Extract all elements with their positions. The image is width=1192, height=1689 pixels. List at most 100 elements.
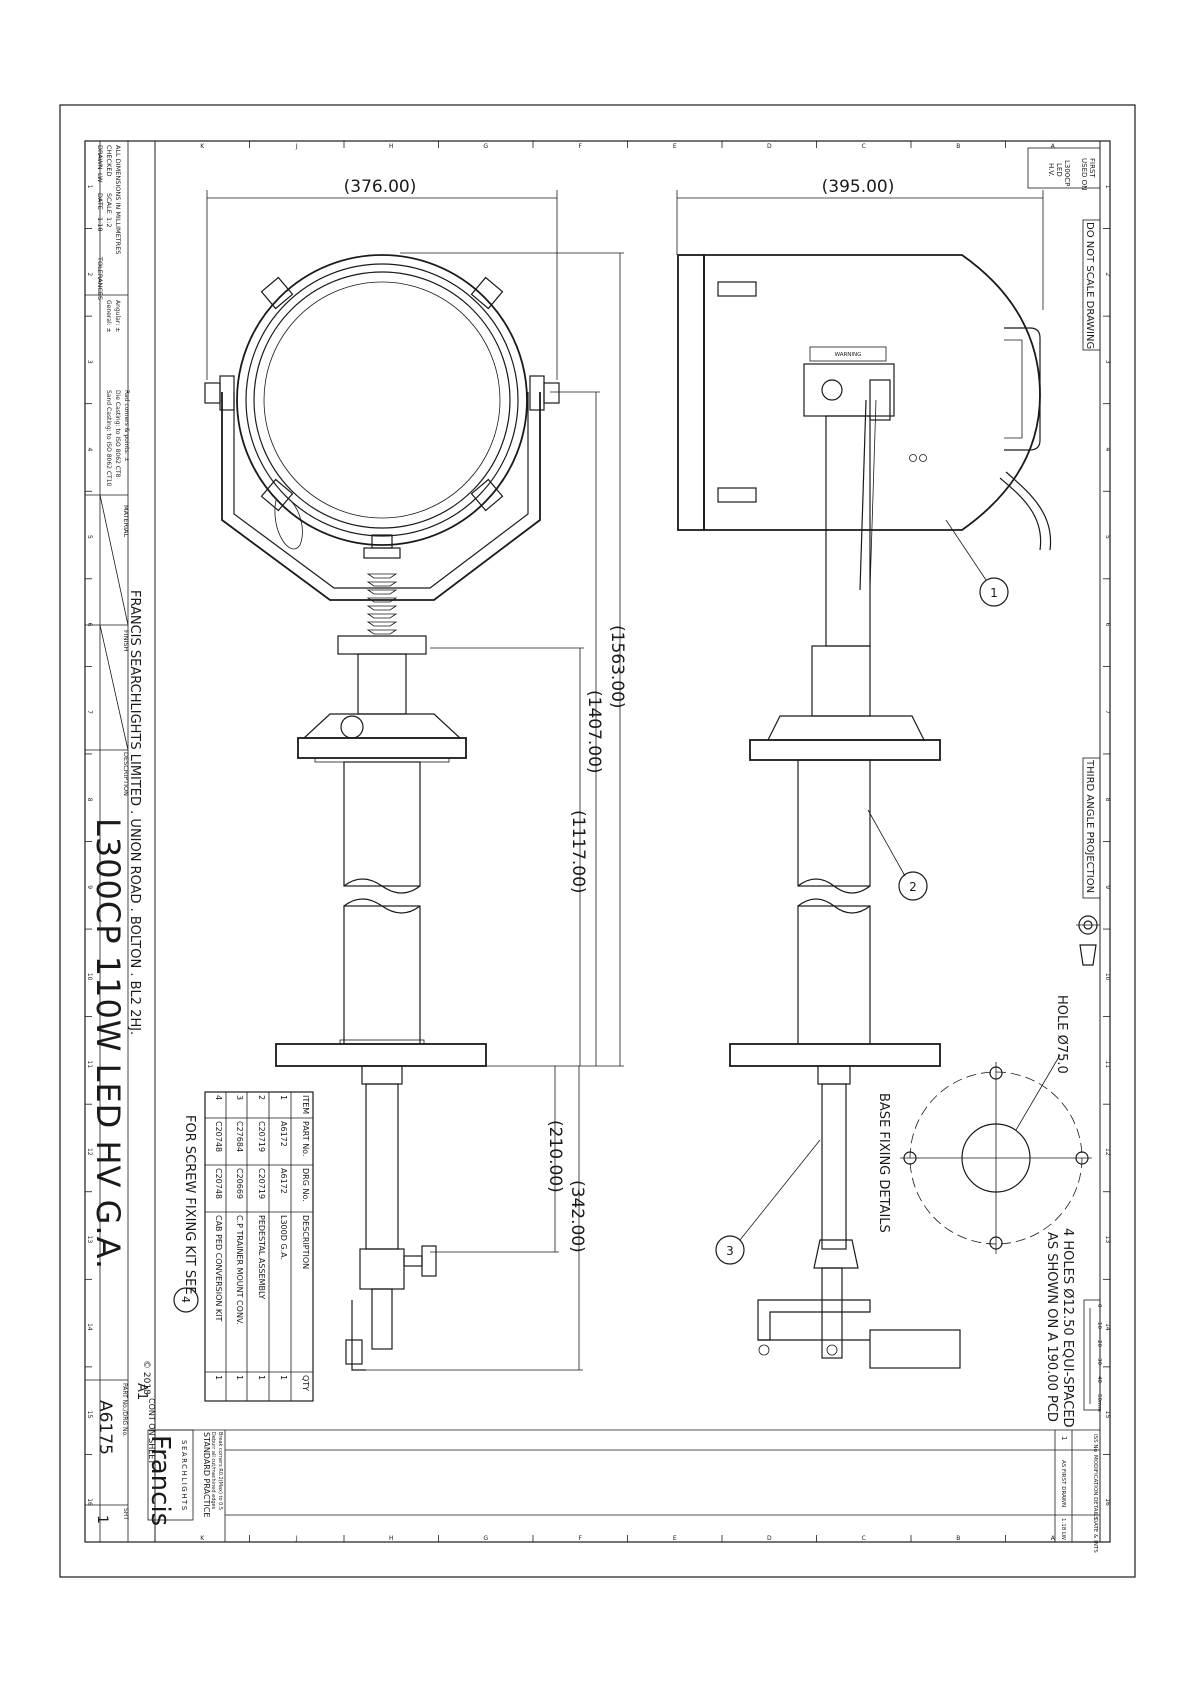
col-letter-top: H (389, 143, 394, 150)
drawn-value: LW (96, 173, 104, 183)
dim-column: (1117.00) (568, 810, 588, 894)
table-cell: 1 (279, 1095, 288, 1100)
table-cell: 1 (279, 1375, 288, 1380)
drawn-label: DRAWN (96, 145, 104, 170)
standard-practice-note1: Deburr all cut/machined edges (210, 1432, 216, 1510)
col-letter-bottom: G (483, 1535, 488, 1542)
dims-note: ALL DIMENSIONS IN MILLIMETRES (114, 145, 122, 254)
bellows-segment (366, 629, 398, 635)
row-number-right: 14 (1104, 1323, 1111, 1331)
col-letter-top: F (579, 143, 583, 150)
used-on-1: L300CP (1063, 160, 1071, 186)
mod-row-detail: AS FIRST DRAWN (1060, 1460, 1066, 1507)
sand-casting: Sand Casting: to ISO 8062 CT10 (105, 390, 112, 487)
description-label: DESCRIPTION (122, 752, 130, 796)
warning-plate (809, 346, 887, 362)
hole-note: HOLE Ø75.0 (1054, 995, 1069, 1074)
bellows-segment (366, 581, 398, 587)
drawing-frame (84, 140, 1111, 1543)
callouts: 1 2 3 (715, 519, 1009, 1265)
row-number-right: 1 (1104, 185, 1111, 189)
dim-front-width: (376.00) (344, 177, 417, 197)
row-number-left: 14 (86, 1323, 93, 1331)
row-number-right: 10 (1104, 973, 1111, 981)
standard-practice: STANDARD PRACTICE (202, 1432, 211, 1517)
scale-label: SCALE (105, 193, 113, 214)
used-on-3: H.V. (1047, 163, 1055, 176)
scale-value: 1:2 (105, 217, 113, 227)
table-cell: CAB PED CONVERSION KIT (214, 1215, 223, 1321)
table-header: DRG No. (301, 1168, 310, 1202)
date-value: 1.18 (96, 217, 104, 231)
col-letter-top: A (1051, 143, 1056, 150)
copyright: © 2018 (141, 1360, 151, 1395)
col-letter-bottom: K (200, 1535, 205, 1542)
row-number-left: 11 (86, 1060, 93, 1068)
used-on-2: LED (1055, 163, 1063, 177)
date-label: DATE (96, 193, 104, 210)
table-cell: 1 (257, 1375, 266, 1380)
col-letter-bottom: H (389, 1535, 394, 1542)
third-angle-projection: THIRD ANGLE PROJECTION (1084, 759, 1095, 893)
row-number-left: 12 (86, 1148, 93, 1156)
col-letter-top: K (200, 143, 205, 150)
row-number-right: 6 (1104, 623, 1111, 627)
do-not-scale: DO NOT SCALE DRAWING (1084, 222, 1095, 349)
projection-symbol (1076, 915, 1100, 966)
standard-practice-note2: Break corners R0.2(Max) to 0.5 (217, 1432, 223, 1510)
checked-label: CHECKED (105, 145, 113, 176)
col-letter-bottom: E (673, 1535, 677, 1542)
table-cell: C.P TRAINER MOUNT CONV. (235, 1215, 244, 1325)
holes-note-2: AS SHOWN ON A 190.00 PCD (1044, 1232, 1059, 1422)
table-cell: 1 (235, 1375, 244, 1380)
col-letter-bottom: A (1051, 1535, 1056, 1542)
tol-angular: Angular: ± (114, 300, 121, 332)
scale-40: 40 (1096, 1376, 1102, 1383)
dim-lower: (342.00) (567, 1180, 587, 1253)
row-number-right: 15 (1104, 1411, 1111, 1419)
row-number-right: 5 (1104, 535, 1111, 539)
row-number-left: 16 (86, 1498, 93, 1506)
base-fixing-detail: HOLE Ø75.0 4 HOLES Ø12.50 EQUI-SPACED AS… (876, 995, 1092, 1428)
table-cell: PEDESTAL ASSEMBLY (257, 1215, 266, 1299)
callout-4-label: 4 (179, 1296, 192, 1303)
table-header: QTY (301, 1375, 310, 1391)
base-fixing-title: BASE FIXING DETAILS (876, 1093, 891, 1233)
modification-block: ISS No MODIFICATION DETAILS DATE & INTS … (155, 1429, 1100, 1553)
callout-2 (898, 871, 928, 901)
row-number-right: 7 (1104, 710, 1111, 714)
callout-4 (173, 1287, 199, 1313)
col-letter-top: B (956, 143, 960, 150)
side-view: WARNING (677, 254, 1052, 1369)
table-cell: C20719 (257, 1168, 266, 1199)
bellows-segment (366, 589, 398, 595)
row-number-left: 2 (86, 272, 93, 276)
row-number-left: 8 (86, 798, 93, 802)
col-letter-bottom: F (579, 1535, 583, 1542)
table-cell: A6172 (279, 1168, 288, 1194)
table-cell: C20748 (214, 1121, 223, 1152)
mod-row-iss: 1 (1060, 1436, 1068, 1440)
table-cell: 4 (214, 1095, 223, 1100)
row-number-left: 5 (86, 535, 93, 539)
material-label: MATERIAL (122, 505, 130, 538)
mod-date-label: DATE & INTS (1092, 1518, 1098, 1553)
table-cell: A6172 (279, 1121, 288, 1147)
col-letter-top: C (862, 143, 866, 150)
col-letter-top: G (483, 143, 488, 150)
row-number-right: 13 (1104, 1236, 1111, 1244)
bellows-segment (366, 621, 398, 627)
part-number: A6175 (95, 1400, 115, 1455)
callout-3 (715, 1235, 745, 1265)
do-not-scale-box (1082, 219, 1101, 351)
row-number-right: 8 (1104, 798, 1111, 802)
sheet-number: 1 (94, 1515, 110, 1524)
company-address: FRANCIS SEARCHLIGHTS LIMITED . UNION ROA… (127, 590, 142, 1035)
callout-1 (979, 577, 1009, 607)
scale-bar: 0 10 20 30 40 50mm (1083, 1299, 1102, 1412)
col-letter-bottom: B (956, 1535, 960, 1542)
table-cell: C20669 (235, 1168, 244, 1199)
dimension-lines: (376.00) (395.00) (1563.00) (1407.00) (1… (206, 177, 1044, 1371)
